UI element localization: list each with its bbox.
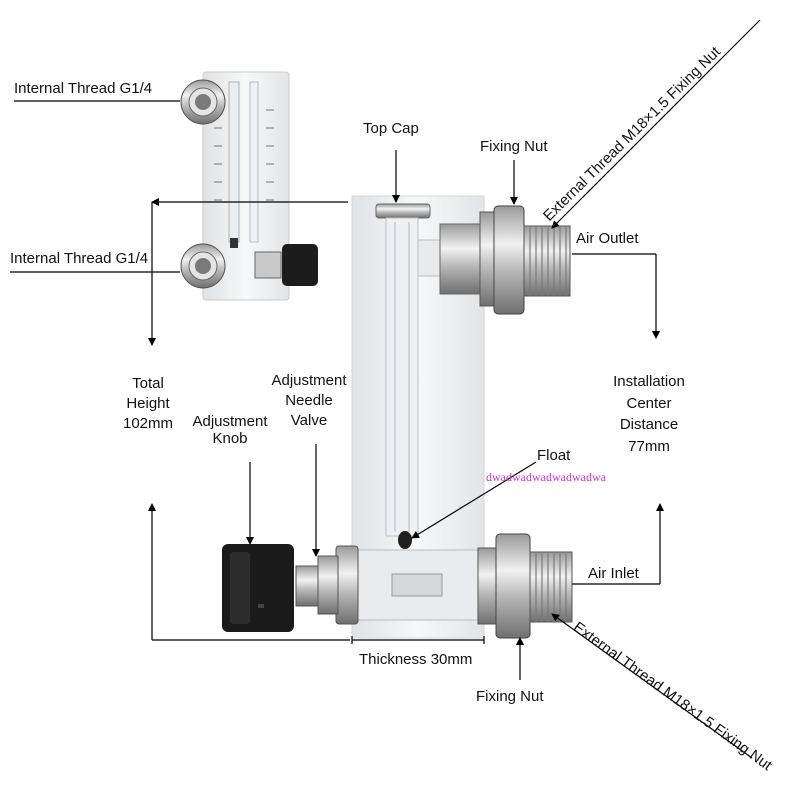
label-top-cap: Top Cap — [363, 120, 419, 137]
front-view-tube — [228, 81, 240, 243]
front-view-float — [230, 238, 238, 248]
label-center-distance-line3: Distance — [619, 416, 679, 433]
label-internal-thread-bottom: Internal Thread G1/4 — [10, 250, 149, 267]
label-needle-valve-line2: Needle — [285, 392, 333, 409]
label-needle-valve-line3: Valve — [290, 412, 328, 429]
label-knob-line2: Knob — [212, 430, 248, 447]
label-total-height: Total Height 102mm — [114, 374, 182, 434]
label-center-distance-line1: Installation — [613, 373, 685, 390]
label-float: Float — [537, 447, 571, 464]
front-view-flowmeter — [180, 71, 318, 301]
outlet-fitting — [439, 205, 571, 315]
label-knob-line1: Adjustment — [192, 413, 268, 430]
label-needle-valve-line1: Adjustment — [271, 372, 347, 389]
label-fixing-nut-top: Fixing Nut — [480, 138, 548, 155]
label-thickness: Thickness 30mm — [359, 651, 473, 668]
label-total-height-line3: 102mm — [122, 415, 174, 432]
external-thread-top-arrow — [551, 19, 761, 229]
needle-valve-part — [295, 545, 359, 625]
label-internal-thread-top: Internal Thread G1/4 — [14, 80, 153, 97]
fixing-nut-top-part — [493, 205, 525, 315]
label-center-distance-line2: Center — [626, 394, 672, 412]
front-view-valve-stem — [254, 251, 282, 279]
label-adjustment-needle-valve: Adjustment Needle Valve — [262, 371, 356, 431]
leader-lines — [10, 19, 761, 759]
label-center-distance-line4: 77mm — [628, 437, 670, 455]
float-arrow — [411, 461, 537, 539]
label-total-height-line2: Height — [126, 395, 170, 412]
external-thread-bottom-arrow — [551, 613, 753, 759]
front-view-scale — [214, 109, 274, 201]
label-installation-center-distance: Installation Center Distance 77mm — [596, 371, 702, 457]
watermark-text: dwadwadwadwadwadwa — [486, 470, 606, 484]
front-view-port-upper — [180, 79, 226, 125]
label-adjustment-knob: Adjustment Knob — [182, 413, 278, 447]
float-part — [398, 531, 412, 549]
inlet-fitting — [477, 533, 573, 639]
front-view-tube-2 — [249, 81, 259, 243]
fixing-nut-bottom-part — [495, 533, 531, 639]
glass-tube — [385, 217, 419, 537]
label-air-inlet: Air Inlet — [588, 565, 639, 582]
front-view-acrylic-body — [202, 71, 290, 301]
side-view-flowmeter — [222, 195, 573, 639]
label-air-outlet: Air Outlet — [576, 230, 639, 247]
top-cap-part — [375, 203, 431, 219]
label-fixing-nut-bottom: Fixing Nut — [476, 688, 544, 705]
adjustment-knob-part — [222, 544, 294, 632]
label-total-height-line1: Total — [132, 375, 164, 392]
front-view-port-lower — [180, 243, 226, 289]
front-view-knob — [282, 244, 318, 286]
